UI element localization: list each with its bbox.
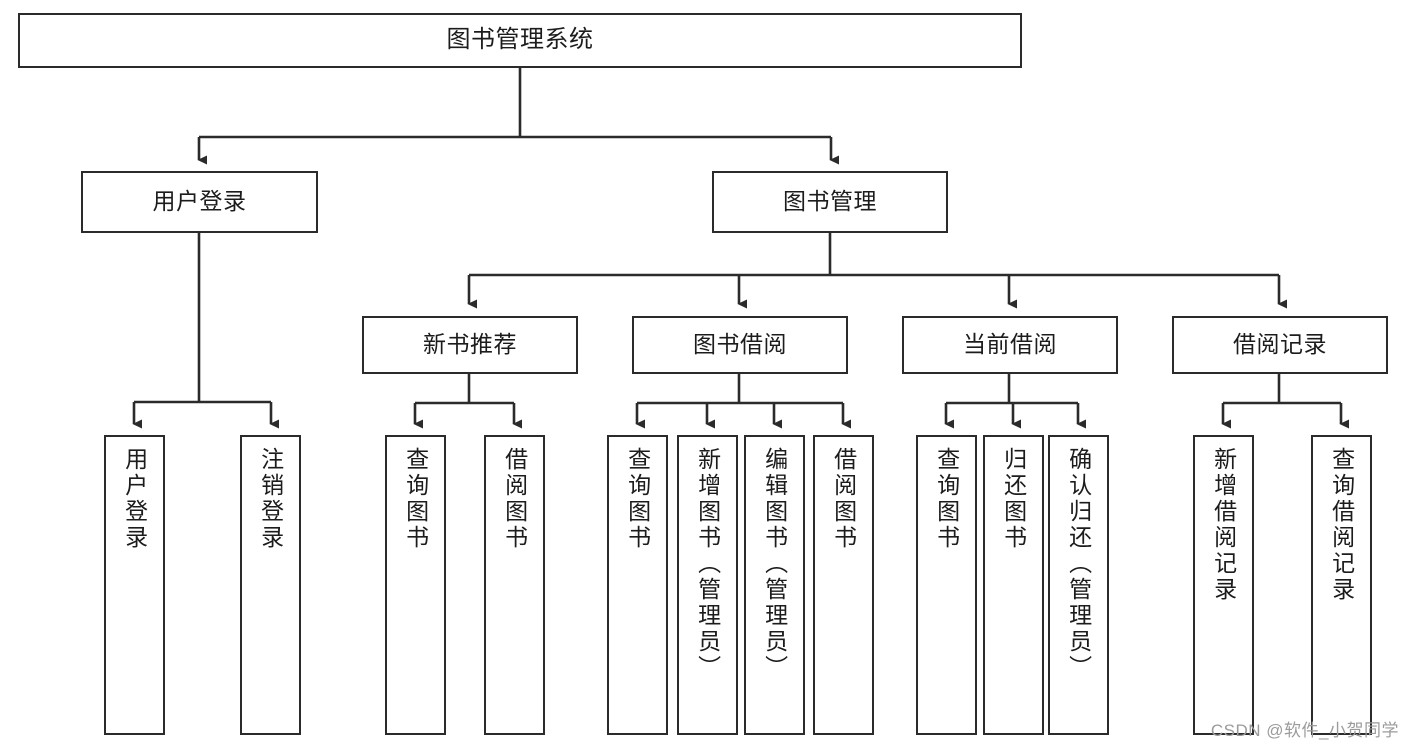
node-label: 借阅图书 [830,447,857,551]
node-label: 图书管理系统 [446,26,594,54]
node-label: 用户登录 [152,188,247,215]
node-label: 查询图书 [933,447,960,551]
node-book-borrow[interactable]: 图书借阅 [632,316,848,374]
node-leaf-query-book-1[interactable]: 查询图书 [385,435,446,735]
node-label: 归还图书 [1000,447,1027,551]
node-label: 查询图书 [624,447,651,551]
node-leaf-add-borrow-record[interactable]: 新增借阅记录 [1193,435,1254,735]
node-label: 查询借阅记录 [1328,447,1355,603]
node-label: 确认归还（管理员） [1065,447,1092,681]
node-label: 用户登录 [121,447,148,551]
node-book-management-system[interactable]: 图书管理系统 [18,13,1022,68]
node-leaf-query-borrow-record[interactable]: 查询借阅记录 [1311,435,1372,735]
csdn-watermark: CSDN @软件_小贺同学 [1210,721,1399,740]
node-leaf-query-book-2[interactable]: 查询图书 [607,435,668,735]
node-leaf-edit-book-admin[interactable]: 编辑图书（管理员） [744,435,805,735]
node-leaf-borrow-book-2[interactable]: 借阅图书 [813,435,874,735]
node-label: 新增图书（管理员） [694,447,721,681]
node-label: 图书借阅 [693,331,787,358]
node-label: 借阅图书 [501,447,528,551]
node-leaf-user-login[interactable]: 用户登录 [104,435,165,735]
node-label: 当前借阅 [963,331,1057,358]
node-label: 新书推荐 [423,331,517,358]
node-label: 注销登录 [257,447,284,551]
node-book-management[interactable]: 图书管理 [712,171,948,233]
node-label: 图书管理 [783,188,877,215]
node-leaf-logout-login[interactable]: 注销登录 [240,435,301,735]
node-leaf-confirm-return-admin[interactable]: 确认归还（管理员） [1048,435,1109,735]
node-user-login[interactable]: 用户登录 [81,171,318,233]
node-leaf-return-book[interactable]: 归还图书 [983,435,1044,735]
node-leaf-add-book-admin[interactable]: 新增图书（管理员） [677,435,738,735]
node-leaf-query-book-3[interactable]: 查询图书 [916,435,977,735]
node-label: 编辑图书（管理员） [761,447,788,681]
node-borrow-record[interactable]: 借阅记录 [1172,316,1388,374]
node-current-borrow[interactable]: 当前借阅 [902,316,1118,374]
node-new-book-recommend[interactable]: 新书推荐 [362,316,578,374]
node-leaf-borrow-book-1[interactable]: 借阅图书 [484,435,545,735]
node-label: 查询图书 [402,447,429,551]
node-label: 借阅记录 [1233,331,1327,358]
node-label: 新增借阅记录 [1210,447,1237,603]
